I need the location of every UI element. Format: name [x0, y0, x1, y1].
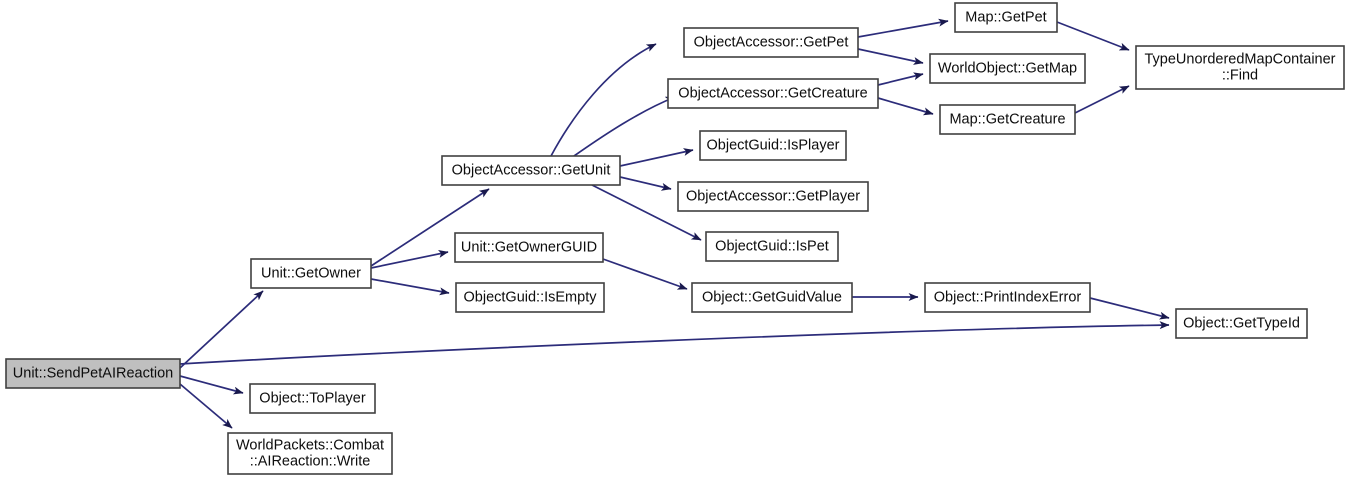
call-edge [602, 258, 688, 290]
node-objectaccessor_get_player[interactable]: ObjectAccessor::GetPlayer [677, 181, 869, 212]
node-box[interactable] [250, 258, 372, 289]
call-edge [857, 18, 949, 38]
node-label: Unit::GetOwnerGUID [461, 239, 597, 255]
node-worldobject_get_map[interactable]: WorldObject::GetMap [929, 53, 1086, 84]
node-label: ObjectGuid::IsPet [715, 238, 829, 254]
node-box[interactable] [455, 282, 605, 313]
node-label: ObjectAccessor::GetPlayer [686, 188, 860, 204]
call-edge [619, 176, 672, 191]
call-edge [370, 278, 450, 296]
call-edge [179, 290, 264, 369]
node-objectguid_is_empty[interactable]: ObjectGuid::IsEmpty [455, 282, 605, 313]
node-box[interactable] [924, 282, 1091, 313]
node-object_to_player[interactable]: Object::ToPlayer [249, 383, 376, 414]
node-box[interactable] [683, 27, 859, 58]
node-box[interactable] [929, 53, 1086, 84]
node-box[interactable] [705, 231, 839, 262]
call-edge [573, 96, 676, 157]
node-label: Object::ToPlayer [259, 390, 366, 406]
node-box[interactable] [691, 282, 853, 313]
edges-layer [179, 18, 1170, 429]
node-label: Object::GetGuidValue [702, 289, 842, 305]
node-label: ObjectAccessor::GetCreature [678, 85, 867, 101]
node-map_get_pet[interactable]: Map::GetPet [954, 2, 1058, 33]
call-edge [1089, 297, 1170, 320]
node-map_get_creature[interactable]: Map::GetCreature [939, 104, 1076, 135]
call-edge [370, 188, 490, 267]
node-box[interactable] [1175, 308, 1308, 339]
node-label: Unit::GetOwner [261, 265, 361, 281]
node-unit_get_owner_guid[interactable]: Unit::GetOwnerGUID [454, 232, 604, 263]
node-label: ObjectAccessor::GetUnit [452, 162, 611, 178]
node-box[interactable] [227, 432, 393, 475]
node-send_pet_ai_reaction[interactable]: Unit::SendPetAIReaction [5, 358, 181, 389]
node-label: Object::PrintIndexError [934, 289, 1082, 305]
call-edge [591, 184, 702, 241]
node-label: Object::GetTypeId [1183, 315, 1300, 331]
node-box[interactable] [677, 181, 869, 212]
node-box[interactable] [699, 130, 847, 161]
node-box[interactable] [667, 78, 879, 109]
call-edge [179, 321, 1170, 365]
node-unit_get_owner[interactable]: Unit::GetOwner [250, 258, 372, 289]
node-objectaccessor_get_creature[interactable]: ObjectAccessor::GetCreature [667, 78, 879, 109]
node-object_get_type_id[interactable]: Object::GetTypeId [1175, 308, 1308, 339]
call-edge [1056, 21, 1130, 51]
node-label: Map::GetCreature [949, 111, 1065, 127]
node-type_unordered_map_container_find[interactable]: TypeUnorderedMapContainer::Find [1135, 45, 1345, 90]
call-edge [179, 383, 233, 429]
node-label: ::Find [1222, 67, 1258, 83]
call-edge [619, 148, 694, 167]
call-edge [877, 72, 924, 86]
nodes-layer: Unit::SendPetAIReactionObject::ToPlayerW… [5, 2, 1345, 475]
node-box[interactable] [939, 104, 1076, 135]
node-label: Map::GetPet [965, 9, 1046, 25]
node-objectaccessor_get_pet[interactable]: ObjectAccessor::GetPet [683, 27, 859, 58]
node-object_print_index_error[interactable]: Object::PrintIndexError [924, 282, 1091, 313]
node-label: TypeUnorderedMapContainer [1144, 51, 1335, 67]
node-box[interactable] [249, 383, 376, 414]
node-objectaccessor_get_unit[interactable]: ObjectAccessor::GetUnit [441, 155, 621, 186]
node-box[interactable] [5, 358, 181, 389]
node-worldpackets_combat_aireaction_write[interactable]: WorldPackets::Combat::AIReaction::Write [227, 432, 393, 475]
call-edge [550, 43, 657, 157]
node-box[interactable] [1135, 45, 1345, 90]
node-box[interactable] [954, 2, 1058, 33]
node-box[interactable] [454, 232, 604, 263]
node-box[interactable] [441, 155, 621, 186]
node-label: Unit::SendPetAIReaction [13, 365, 173, 381]
node-label: WorldPackets::Combat [236, 437, 384, 453]
call-edge [370, 249, 449, 269]
call-edge [857, 48, 924, 65]
node-label: WorldObject::GetMap [938, 60, 1077, 76]
call-edge [1074, 85, 1130, 114]
node-object_get_guid_value[interactable]: Object::GetGuidValue [691, 282, 853, 313]
node-label: ::AIReaction::Write [250, 453, 371, 469]
node-label: ObjectGuid::IsEmpty [464, 289, 598, 305]
call-edge [179, 375, 244, 395]
call-edge [877, 97, 934, 116]
node-objectguid_is_player[interactable]: ObjectGuid::IsPlayer [699, 130, 847, 161]
node-objectguid_is_pet[interactable]: ObjectGuid::IsPet [705, 231, 839, 262]
node-label: ObjectAccessor::GetPet [694, 34, 849, 50]
node-label: ObjectGuid::IsPlayer [707, 137, 840, 153]
